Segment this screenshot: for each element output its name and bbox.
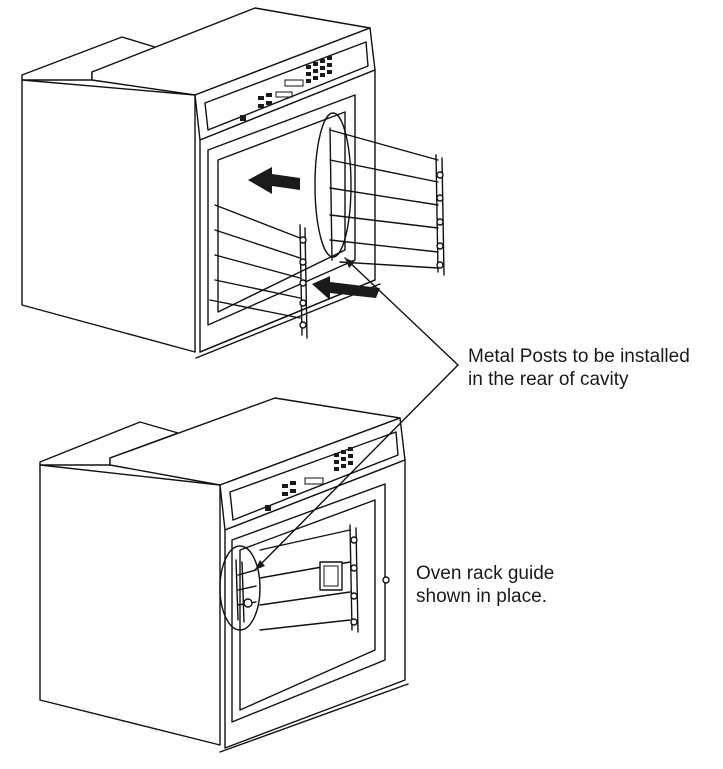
top-oven-cabinet: [21, 7, 371, 353]
metal-posts-callout-line2: in the rear of cavity: [468, 369, 629, 390]
rack-guide-callout-line1: Oven rack guide: [416, 563, 555, 584]
bottom-oven-frame: [219, 459, 409, 753]
bottom-front-posts: [235, 559, 257, 623]
metal-posts-leader-lines: [254, 257, 459, 571]
rack-guide-callout: Oven rack guide shown in place.: [416, 562, 554, 608]
top-left-rack-guide: [209, 204, 308, 339]
metal-posts-callout-line1: Metal Posts to be installed: [468, 346, 690, 367]
top-insertion-arrows: [248, 167, 380, 300]
bottom-oven-illustration: [39, 397, 409, 753]
bottom-keypad: [265, 447, 353, 511]
bottom-rear-rack-guide: [259, 524, 359, 633]
bottom-posts-highlight-ellipse: [219, 545, 261, 631]
top-oven-illustration: [21, 7, 445, 359]
metal-posts-callout: Metal Posts to be installed in the rear …: [468, 345, 690, 391]
top-keypad: [240, 56, 332, 121]
top-right-rack-guide: [329, 127, 445, 276]
rack-guide-callout-line2: shown in place.: [416, 586, 547, 607]
bottom-oven-cabinet: [39, 397, 401, 746]
bottom-frame-screw: [382, 576, 390, 584]
top-oven-control-panel: [194, 27, 376, 141]
top-posts-highlight-ellipse: [314, 112, 352, 258]
top-oven-frame: [195, 69, 381, 359]
